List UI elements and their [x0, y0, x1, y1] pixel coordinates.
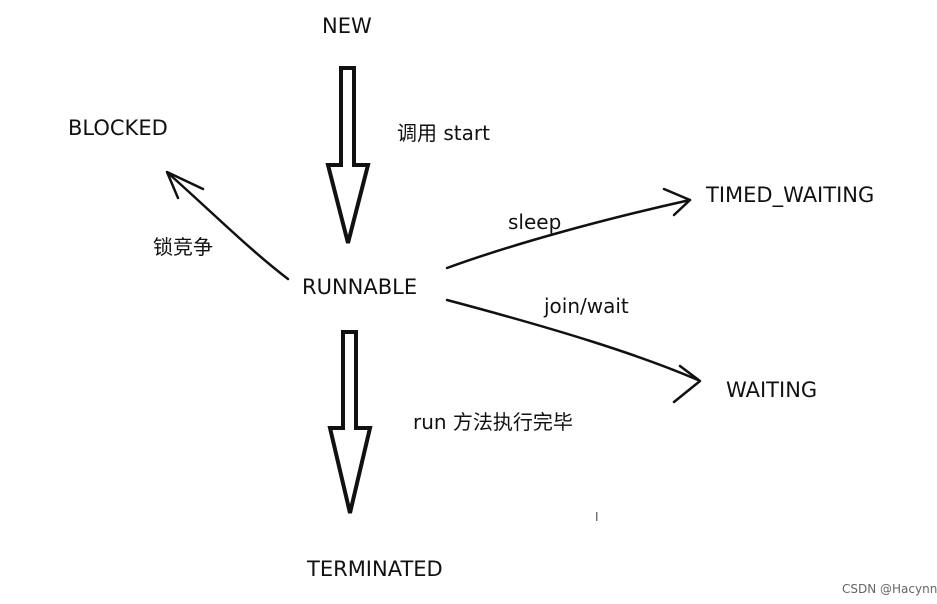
state-blocked: BLOCKED	[68, 116, 168, 140]
state-runnable: RUNNABLE	[302, 275, 418, 299]
state-new: NEW	[322, 14, 372, 38]
arrow-new-to-runnable	[325, 66, 371, 244]
transition-label-join-wait: join/wait	[544, 294, 629, 318]
arrowhead-timed-waiting	[662, 187, 692, 217]
transition-label-sleep: sleep	[508, 210, 562, 234]
arrow-runnable-to-timed-waiting	[445, 198, 692, 270]
arrow-runnable-to-terminated	[327, 330, 373, 514]
arrowhead-blocked	[165, 170, 205, 200]
state-timed-waiting: TIMED_WAITING	[706, 183, 875, 207]
arrowhead-waiting	[672, 364, 702, 404]
text-cursor-icon: I	[595, 510, 599, 524]
arrow-runnable-to-blocked	[166, 171, 290, 281]
watermark: CSDN @Hacynn	[842, 582, 937, 596]
transition-label-start: 调用 start	[397, 121, 490, 145]
transition-label-run-done: run 方法执行完毕	[413, 410, 573, 434]
arrow-runnable-to-waiting	[445, 298, 700, 382]
transition-label-lock: 锁竞争	[153, 235, 213, 259]
state-waiting: WAITING	[726, 378, 818, 402]
state-terminated: TERMINATED	[307, 557, 443, 581]
